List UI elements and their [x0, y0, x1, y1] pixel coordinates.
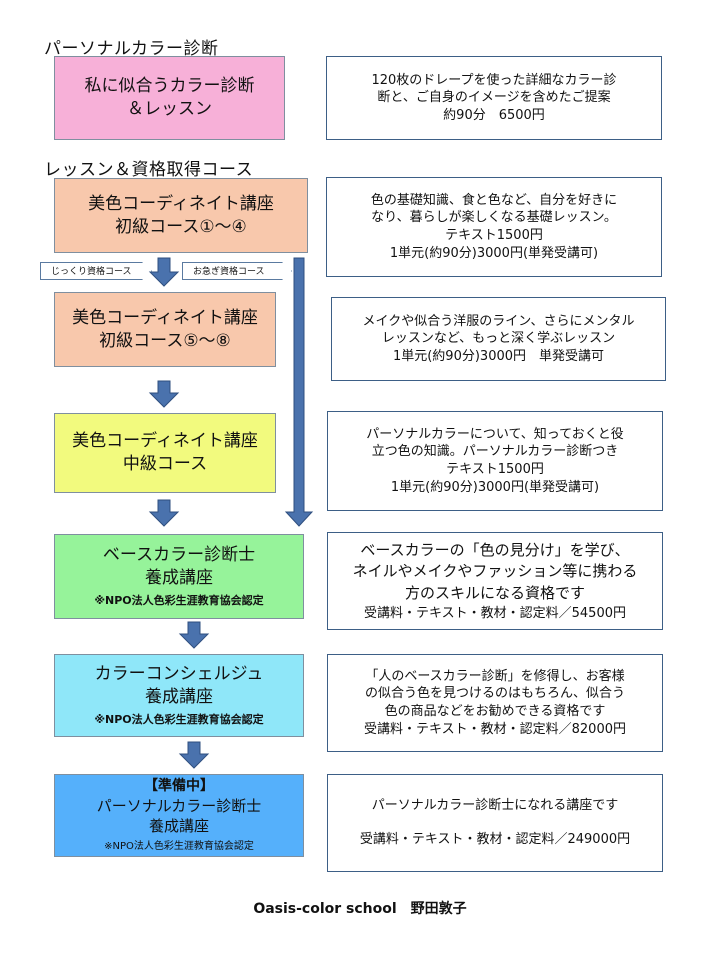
course-title-line2: 養成講座	[148, 817, 209, 836]
arrow-down-icon	[148, 499, 180, 527]
desc-line: パーソナルカラー診断士になれる講座です	[371, 798, 619, 814]
course-title-line1: 美色コーディネイト講座	[72, 307, 258, 328]
course-box-base-color-diagnostician: ベースカラー診断士 養成講座 ※NPO法人色彩生涯教育協会認定	[54, 534, 304, 619]
desc-line: 受講料・テキスト・教材・認定料／249000円	[359, 832, 631, 848]
footer-credit: Oasis-color school 野田敦子	[253, 901, 467, 917]
arrow-down-icon	[148, 257, 180, 287]
desc-line: 方のスキルになる資格です	[404, 584, 585, 603]
personal-color-heading: パーソナルカラー診断	[44, 39, 219, 59]
course-title-line1: パーソナルカラー診断士	[96, 796, 262, 815]
course-box-personal-color-diagnostician: 【準備中】 パーソナルカラー診断士 養成講座 ※NPO法人色彩生涯教育協会認定	[54, 774, 304, 857]
desc-line: テキスト1500円	[445, 228, 543, 243]
course-title-line2: ＆レッスン	[127, 99, 212, 119]
arrow-down-icon	[178, 621, 210, 649]
desc-line: 断と、ご自身のイメージを含めたご提案	[377, 90, 611, 106]
desc-line: レッスンなど、もっと深く学ぶレッスン	[381, 331, 616, 347]
course-title-line2: 養成講座	[145, 687, 213, 708]
arrow-down-icon	[148, 380, 180, 408]
desc-line: パーソナルカラーについて、知っておくと役	[366, 426, 624, 442]
preparing-status: 【準備中】	[144, 778, 214, 795]
desc-line: 1単元(約90分)3000円(単発受講可)	[390, 479, 600, 495]
lessons-heading: レッスン＆資格取得コース	[44, 160, 254, 180]
course-desc-base-color-diagnostician: ベースカラーの「色の見分け」を学び、 ネイルやメイクやファッション等に携わる 方…	[327, 532, 663, 630]
desc-line: テキスト1500円	[446, 462, 544, 477]
course-title-line1: 美色コーディネイト講座	[88, 193, 274, 214]
tag-slow-course: じっくり資格コース	[40, 262, 152, 280]
desc-line: 1単元(約90分)3000円(単発受講可)	[389, 245, 599, 261]
course-desc-color-concierge: 「人のベースカラー診断」を修得し、お客様 の似合う色を見つけるのはもちろん、似合…	[327, 654, 663, 752]
desc-line: ベースカラーの「色の見分け」を学び、	[360, 540, 630, 559]
course-desc-intermediate: パーソナルカラーについて、知っておくと役 立つ色の知識。パーソナルカラー診断つき…	[327, 411, 663, 511]
course-title-line1: 美色コーディネイト講座	[72, 431, 258, 452]
certification-note: ※NPO法人色彩生涯教育協会認定	[94, 594, 264, 608]
certification-note: ※NPO法人色彩生涯教育協会認定	[94, 713, 264, 727]
course-box-color-diagnosis: 私に似合うカラー診断 ＆レッスン	[54, 56, 285, 140]
desc-line: 色の基礎知識、食と色など、自分を好きに	[370, 192, 618, 208]
course-title-line2: 初級コース⑤～⑧	[99, 330, 231, 351]
course-desc-beginner-1-4: 色の基礎知識、食と色など、自分を好きに なり、暮らしが楽しくなる基礎レッスン。 …	[326, 177, 662, 277]
desc-line: 1単元(約90分)3000円 単発受講可	[392, 348, 605, 364]
course-title-line2: 初級コース①～④	[115, 216, 247, 237]
course-desc-beginner-5-8: メイクや似合う洋服のライン、さらにメンタル レッスンなど、もっと深く学ぶレッスン…	[331, 297, 666, 381]
course-desc-color-diagnosis: 120枚のドレープを使った詳細なカラー診 断と、ご自身のイメージを含めたご提案 …	[326, 56, 662, 140]
desc-line: 受講料・テキスト・教材・認定料／82000円	[364, 721, 626, 737]
course-title-line1: カラーコンシェルジュ	[94, 664, 264, 685]
desc-line: の似合う色を見つけるのはもちろん、似合う	[364, 686, 625, 702]
course-title-line2: 養成講座	[145, 568, 213, 589]
desc-line: 立つ色の知識。パーソナルカラー診断つき	[371, 444, 619, 460]
certification-note: ※NPO法人色彩生涯教育協会認定	[104, 841, 254, 853]
course-box-beginner-5-8: 美色コーディネイト講座 初級コース⑤～⑧	[54, 292, 276, 367]
course-title-line2: 中級コース	[122, 454, 208, 474]
desc-line: 120枚のドレープを使った詳細なカラー診	[371, 72, 617, 88]
course-box-beginner-1-4: 美色コーディネイト講座 初級コース①～④	[54, 178, 308, 253]
arrow-down-icon	[178, 741, 210, 769]
tag-fast-course: お急ぎ資格コース	[182, 262, 292, 280]
desc-line: ネイルやメイクやファッション等に携わる	[352, 562, 638, 581]
desc-line: なり、暮らしが楽しくなる基礎レッスン。	[371, 210, 617, 226]
course-desc-personal-color-diagnostician: パーソナルカラー診断士になれる講座です 受講料・テキスト・教材・認定料／2490…	[327, 774, 663, 872]
desc-line: 受講料・テキスト・教材・認定料／54500円	[364, 605, 626, 621]
course-title-line1: ベースカラー診断士	[102, 545, 256, 566]
course-title-line1: 私に似合うカラー診断	[84, 76, 255, 97]
desc-line: 約90分 6500円	[443, 107, 545, 123]
desc-line: メイクや似合う洋服のライン、さらにメンタル	[362, 313, 635, 329]
desc-line: 色の商品などをお勧めできる資格です	[384, 704, 606, 719]
course-box-intermediate: 美色コーディネイト講座 中級コース	[54, 413, 276, 493]
course-box-color-concierge: カラーコンシェルジュ 養成講座 ※NPO法人色彩生涯教育協会認定	[54, 654, 304, 737]
desc-line: 「人のベースカラー診断」を修得し、お客様	[365, 668, 625, 684]
fast-track-long-arrow-icon	[284, 257, 314, 527]
